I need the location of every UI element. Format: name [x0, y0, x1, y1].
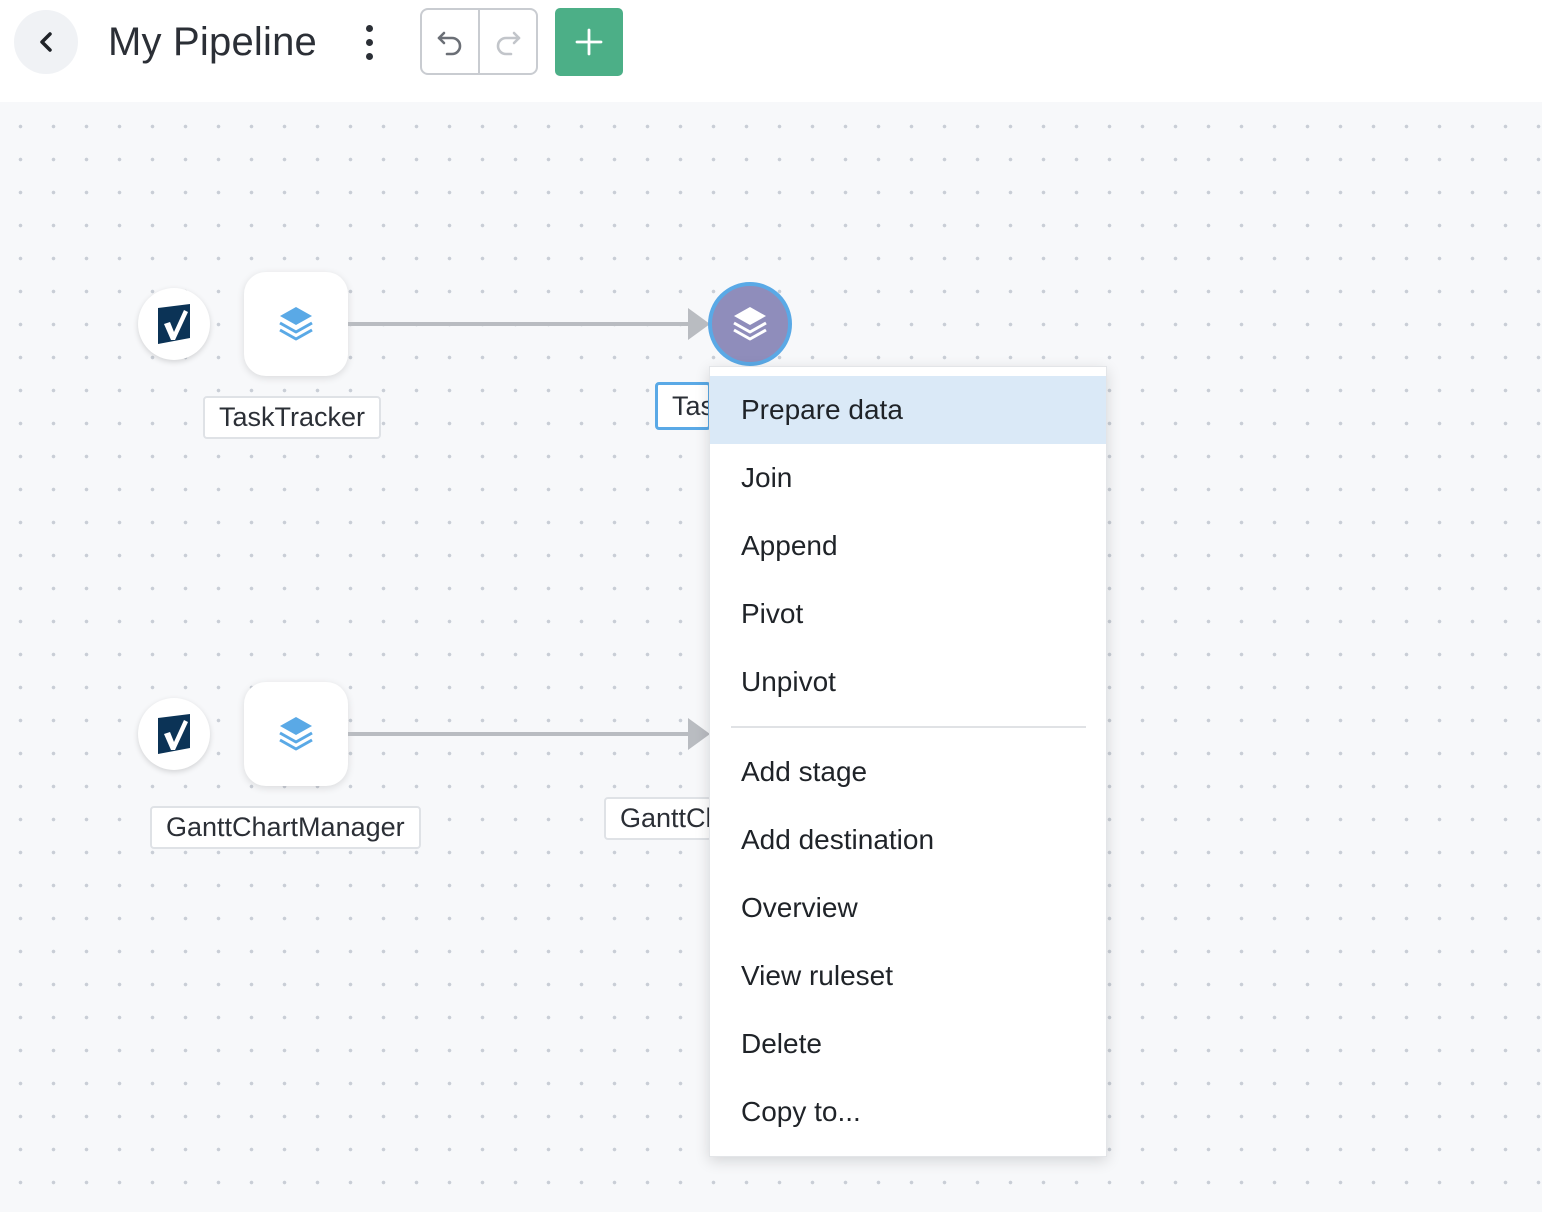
stage-context-menu: Prepare data Join Append Pivot Unpivot A…: [709, 366, 1107, 1157]
back-button[interactable]: [14, 10, 78, 74]
menu-divider: [731, 726, 1086, 728]
connector-arrow: [688, 718, 710, 750]
connector-line: [348, 322, 690, 326]
dataset-node-ganttchartmanager[interactable]: [244, 682, 348, 786]
dataset-label: TaskTracker: [203, 396, 382, 439]
undo-icon: [437, 31, 462, 55]
source-connector-ganttchartmanager[interactable]: [138, 698, 210, 770]
menu-item-add-stage[interactable]: Add stage: [741, 756, 868, 787]
undo-button[interactable]: [422, 10, 478, 73]
chevron-left-icon: [40, 32, 52, 52]
smartsheet-icon: [158, 304, 190, 344]
menu-item-copy-to[interactable]: Copy to...: [741, 1096, 861, 1127]
kebab-dot: [365, 38, 373, 46]
stage-node-selected[interactable]: [708, 282, 792, 366]
history-controls: [420, 8, 538, 75]
stage-label[interactable]: GanttChartManager: [604, 797, 712, 840]
layers-icon: [279, 307, 313, 341]
top-toolbar: My Pipeline: [0, 0, 1542, 102]
redo-button[interactable]: [478, 10, 536, 73]
menu-item-prepare-data[interactable]: Prepare data: [710, 376, 1106, 444]
kebab-icon: [365, 24, 373, 32]
connector-arrow: [688, 308, 710, 340]
menu-item-view-ruleset[interactable]: View ruleset: [741, 960, 894, 991]
pipeline-title[interactable]: My Pipeline: [108, 20, 317, 64]
source-connector-tasktracker[interactable]: [138, 288, 210, 360]
layers-icon: [733, 307, 767, 341]
kebab-dot: [365, 52, 373, 60]
menu-item-delete[interactable]: Delete: [741, 1028, 822, 1059]
stage-label-selected[interactable]: TaskTracker: [655, 382, 711, 430]
connector-line: [348, 732, 690, 736]
redo-icon: [496, 31, 521, 55]
add-button[interactable]: [555, 8, 623, 76]
dataset-node-tasktracker[interactable]: [244, 272, 348, 376]
layers-icon: [279, 717, 313, 751]
menu-item-unpivot[interactable]: Unpivot: [741, 666, 836, 697]
menu-item-join[interactable]: Join: [741, 462, 793, 493]
plus-icon: [575, 28, 603, 56]
more-options-button[interactable]: [354, 18, 384, 66]
menu-item-append[interactable]: Append: [741, 530, 838, 561]
menu-item-pivot[interactable]: Pivot: [741, 598, 804, 629]
dataset-label: GanttChartManager: [150, 806, 421, 849]
menu-item-add-destination[interactable]: Add destination: [741, 824, 935, 855]
menu-item-overview[interactable]: Overview: [741, 892, 858, 923]
smartsheet-icon: [158, 714, 190, 754]
